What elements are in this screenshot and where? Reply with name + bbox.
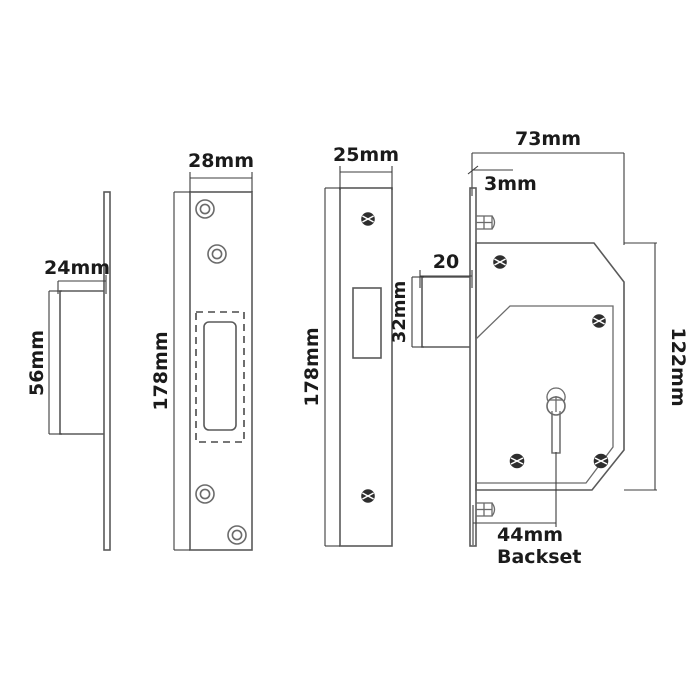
forend-screw-bottom <box>361 489 375 503</box>
dimension-3mm: 3mm <box>467 165 537 195</box>
strike-plate-edge <box>103 191 111 551</box>
view-lock-forend-front: 25mm 178mm <box>301 144 399 547</box>
dimension-178mm-forend: 178mm <box>301 187 340 547</box>
forend-screw-top <box>361 212 375 226</box>
dimension-28mm-label: 28mm <box>188 150 254 172</box>
dimension-32mm-label: 32mm <box>389 281 410 344</box>
dimension-178mm-forend-label: 178mm <box>301 327 323 406</box>
lock-case-outline <box>475 242 625 491</box>
strike-hole-top-left <box>195 199 215 219</box>
strike-bolt-aperture <box>203 321 237 431</box>
dimension-20: 20 <box>419 251 473 288</box>
strike-hole-upper-right <box>207 244 227 264</box>
deadbolt-projection <box>421 276 470 348</box>
strike-mortice-dashed-outline <box>195 311 245 443</box>
dimension-backset-caption: Backset <box>497 546 581 568</box>
strike-hole-lower-left <box>195 484 215 504</box>
dimension-28mm: 28mm <box>188 150 254 192</box>
dimension-44mm-label: 44mm <box>497 524 563 546</box>
case-lug-top <box>475 215 496 230</box>
case-lug-bottom <box>475 502 496 517</box>
lock-case-cover-plate <box>475 305 614 484</box>
dimension-20-label: 20 <box>433 251 459 273</box>
dimension-56mm-label: 56mm <box>26 330 48 396</box>
forend-faceplate <box>339 187 393 547</box>
strike-keep-box <box>59 290 104 435</box>
dimension-122mm: 122mm <box>624 242 689 491</box>
case-screw-mid-right <box>592 314 606 328</box>
view-strike-plate-front: 28mm 178mm <box>150 150 254 551</box>
dimension-73mm: 73mm <box>471 128 625 245</box>
dimension-178mm-strike: 178mm <box>150 191 190 551</box>
case-screw-lower-right <box>593 453 609 469</box>
dimension-73mm-label: 73mm <box>515 128 581 150</box>
dimension-25mm: 25mm <box>333 144 399 190</box>
strike-hole-bottom-right <box>227 525 247 545</box>
case-screw-lower-left <box>509 453 525 469</box>
forend-bolt-aperture <box>352 287 382 359</box>
dimension-56mm: 56mm <box>26 290 62 435</box>
dimension-24mm: 24mm <box>44 257 110 294</box>
dimension-24mm-label: 24mm <box>44 257 110 279</box>
dimension-25mm-label: 25mm <box>333 144 399 166</box>
dimension-32mm: 32mm <box>389 276 424 348</box>
case-screw-upper-left <box>493 255 507 269</box>
lock-forend-edge <box>469 187 477 547</box>
dimension-122mm-label: 122mm <box>667 327 689 406</box>
dimension-44mm-backset: 44mm Backset <box>472 452 581 568</box>
dimension-3mm-label: 3mm <box>484 173 537 195</box>
keyhole <box>546 387 566 454</box>
dimension-178mm-strike-label: 178mm <box>150 331 172 410</box>
view-lock-body-side: 73mm 3mm <box>389 128 689 568</box>
view-strike-plate-side: 24mm 56mm <box>26 191 111 551</box>
